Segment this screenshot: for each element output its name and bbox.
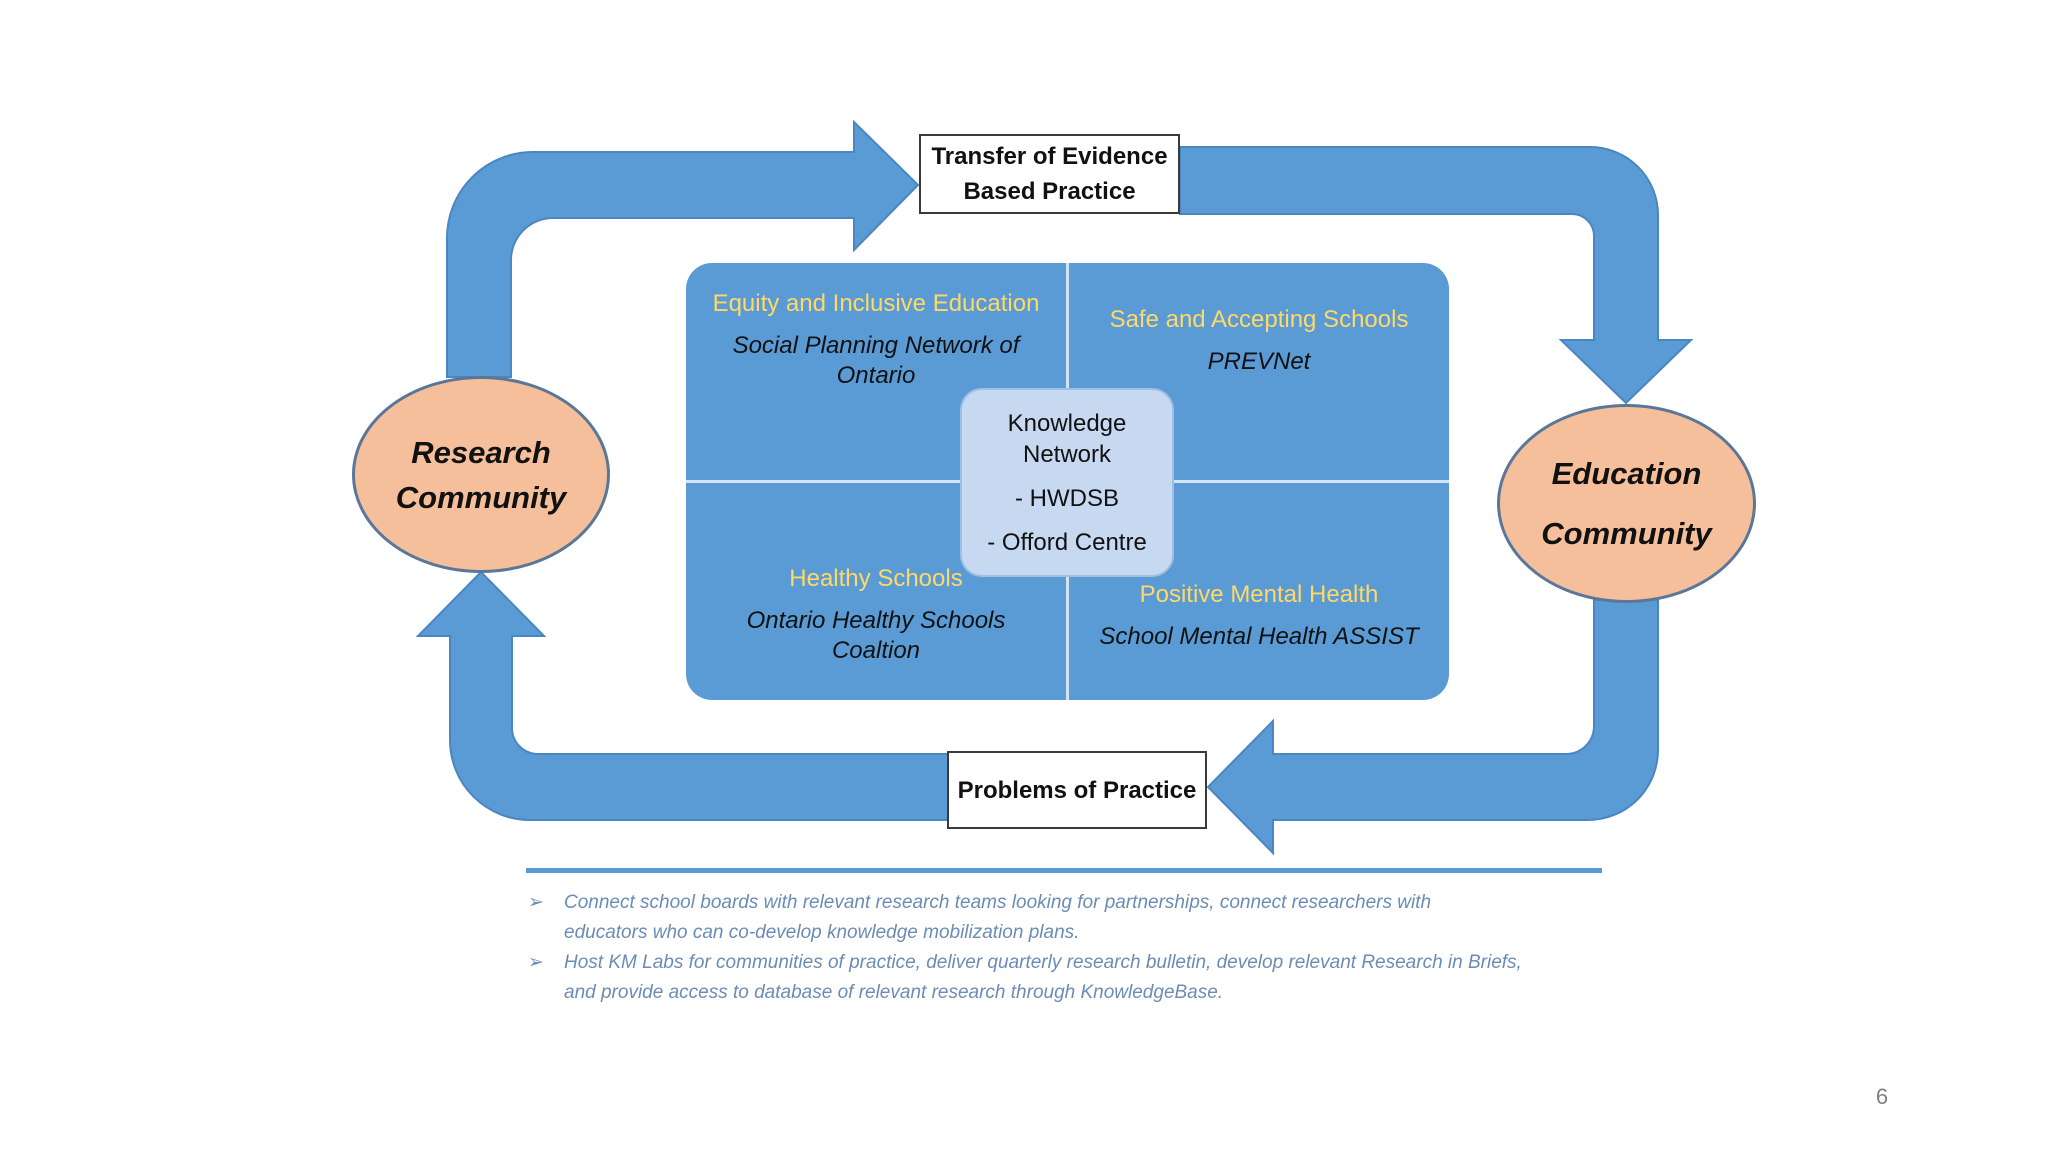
education-community-node: Education Community bbox=[1497, 404, 1756, 603]
center-item-hwdsb: - HWDSB bbox=[1015, 485, 1119, 512]
quadrant-healthy-schools: Healthy Schools Ontario Healthy Schools … bbox=[686, 564, 1066, 666]
arrow-education-to-problems bbox=[1206, 599, 1659, 856]
bullet-line: and provide access to database of releva… bbox=[564, 982, 1224, 1003]
quadrant-safe-schools: Safe and Accepting Schools PREVNet bbox=[1069, 305, 1449, 377]
problems-of-practice-label: Problems of Practice bbox=[947, 751, 1207, 829]
quadrant-partner: PREVNet bbox=[1069, 347, 1449, 377]
education-line1: Education bbox=[1551, 455, 1702, 491]
arrow-research-to-transfer bbox=[446, 119, 920, 378]
knowledge-network-box: Knowledge Network - HWDSB - Offord Centr… bbox=[960, 388, 1174, 577]
problems-label-text: Problems of Practice bbox=[957, 776, 1197, 804]
research-line2: Community bbox=[395, 479, 567, 515]
quadrant-mental-health: Positive Mental Health School Mental Hea… bbox=[1069, 580, 1449, 652]
focus-area-grid: Equity and Inclusive Education Social Pl… bbox=[686, 263, 1449, 700]
bullet-line: Host KM Labs for communities of practice… bbox=[564, 952, 1522, 973]
section-divider bbox=[526, 868, 1602, 873]
transfer-evidence-label: Transfer of Evidence Based Practice bbox=[919, 134, 1180, 214]
research-line1: Research bbox=[411, 434, 551, 470]
center-item-offord: - Offord Centre bbox=[987, 529, 1147, 556]
center-line2: Network bbox=[1022, 441, 1112, 468]
quadrant-title: Equity and Inclusive Education bbox=[712, 290, 1040, 317]
list-item: ➢ Host KM Labs for communities of practi… bbox=[528, 948, 1608, 1008]
arrow-bullet-icon: ➢ bbox=[528, 892, 544, 913]
quadrant-partner: Social Planning Network of Ontario bbox=[686, 331, 1066, 391]
quadrant-title: Positive Mental Health bbox=[1139, 581, 1379, 608]
partner-line: Ontario Healthy Schools bbox=[746, 607, 1006, 634]
partner-line: Ontario bbox=[836, 362, 916, 389]
page-number: 6 bbox=[1875, 1084, 1889, 1109]
partner-line: Coaltion bbox=[831, 637, 921, 664]
list-item: ➢ Connect school boards with relevant re… bbox=[528, 888, 1608, 948]
transfer-label-line2: Based Practice bbox=[963, 178, 1136, 205]
research-community-node: Research Community bbox=[352, 376, 610, 573]
quadrant-partner: School Mental Health ASSIST bbox=[1069, 622, 1449, 652]
quadrant-title: Safe and Accepting Schools bbox=[1109, 306, 1409, 333]
education-line2: Community bbox=[1541, 515, 1712, 551]
partner-line: Social Planning Network of bbox=[732, 332, 1020, 359]
center-line1: Knowledge bbox=[1007, 410, 1127, 437]
bullet-line: Connect school boards with relevant rese… bbox=[564, 892, 1432, 913]
arrow-bullet-icon: ➢ bbox=[528, 952, 544, 973]
quadrant-title: Healthy Schools bbox=[789, 565, 963, 592]
partner-line: PREVNet bbox=[1207, 348, 1311, 375]
transfer-label-line1: Transfer of Evidence bbox=[931, 143, 1168, 170]
bullet-line: educators who can co-develop knowledge m… bbox=[564, 922, 1080, 943]
arrow-transfer-to-education bbox=[1179, 146, 1694, 405]
partner-line: School Mental Health ASSIST bbox=[1099, 623, 1419, 650]
quadrant-partner: Ontario Healthy Schools Coaltion bbox=[686, 606, 1066, 666]
arrow-problems-to-research bbox=[415, 570, 949, 821]
quadrant-equity: Equity and Inclusive Education Social Pl… bbox=[686, 289, 1066, 391]
bullet-list: ➢ Connect school boards with relevant re… bbox=[528, 888, 1608, 1008]
